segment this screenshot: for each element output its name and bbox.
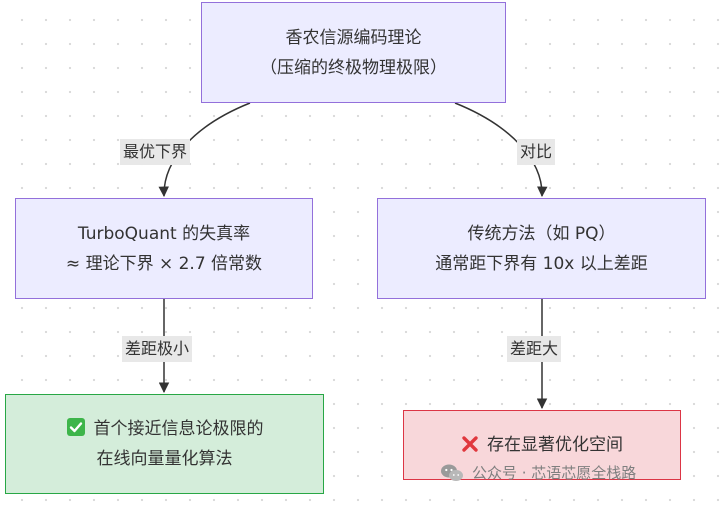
- node-shannon-theory-title: 香农信源编码理论: [285, 27, 422, 48]
- node-turboquant: TurboQuant 的失真率 ≈ 理论下界 × 2.7 倍常数: [15, 198, 313, 299]
- node-optimization-line1: 存在显著优化空间: [461, 430, 623, 460]
- node-traditional-detail: 通常距下界有 10x 以上差距: [435, 253, 648, 274]
- node-shannon-theory: 香农信源编码理论 （压缩的终极物理极限）: [201, 2, 506, 103]
- edge-label-root-to-turbo: 最优下界: [120, 139, 191, 165]
- node-near-limit-line2: 在线向量量化算法: [96, 449, 233, 469]
- cross-mark-icon: [462, 436, 478, 452]
- wechat-icon: [441, 464, 463, 481]
- node-near-limit-text1: 首个接近信息论极限的: [93, 419, 264, 439]
- edge-label-traditional-to-room: 差距大: [507, 336, 562, 362]
- node-traditional-methods: 传统方法（如 PQ） 通常距下界有 10x 以上差距: [377, 198, 706, 299]
- check-box-icon: [66, 418, 85, 436]
- edge-label-root-to-traditional: 对比: [517, 139, 556, 165]
- node-shannon-theory-subtitle: （压缩的终极物理极限）: [260, 57, 447, 78]
- node-near-limit-line1: 首个接近信息论极限的: [66, 414, 264, 444]
- node-turboquant-detail: ≈ 理论下界 × 2.7 倍常数: [65, 253, 263, 274]
- node-traditional-title: 传统方法（如 PQ）: [467, 223, 616, 244]
- node-turboquant-title: TurboQuant 的失真率: [77, 223, 251, 244]
- watermark-text: 公众号 · 芯语芯愿全栈路: [472, 464, 637, 482]
- node-near-limit-algorithm: 首个接近信息论极限的 在线向量量化算法: [5, 394, 324, 494]
- node-optimization-text: 存在显著优化空间: [487, 435, 623, 455]
- watermark: 公众号 · 芯语芯愿全栈路: [440, 462, 636, 483]
- edge-label-turbo-to-optimal: 差距极小: [122, 336, 193, 362]
